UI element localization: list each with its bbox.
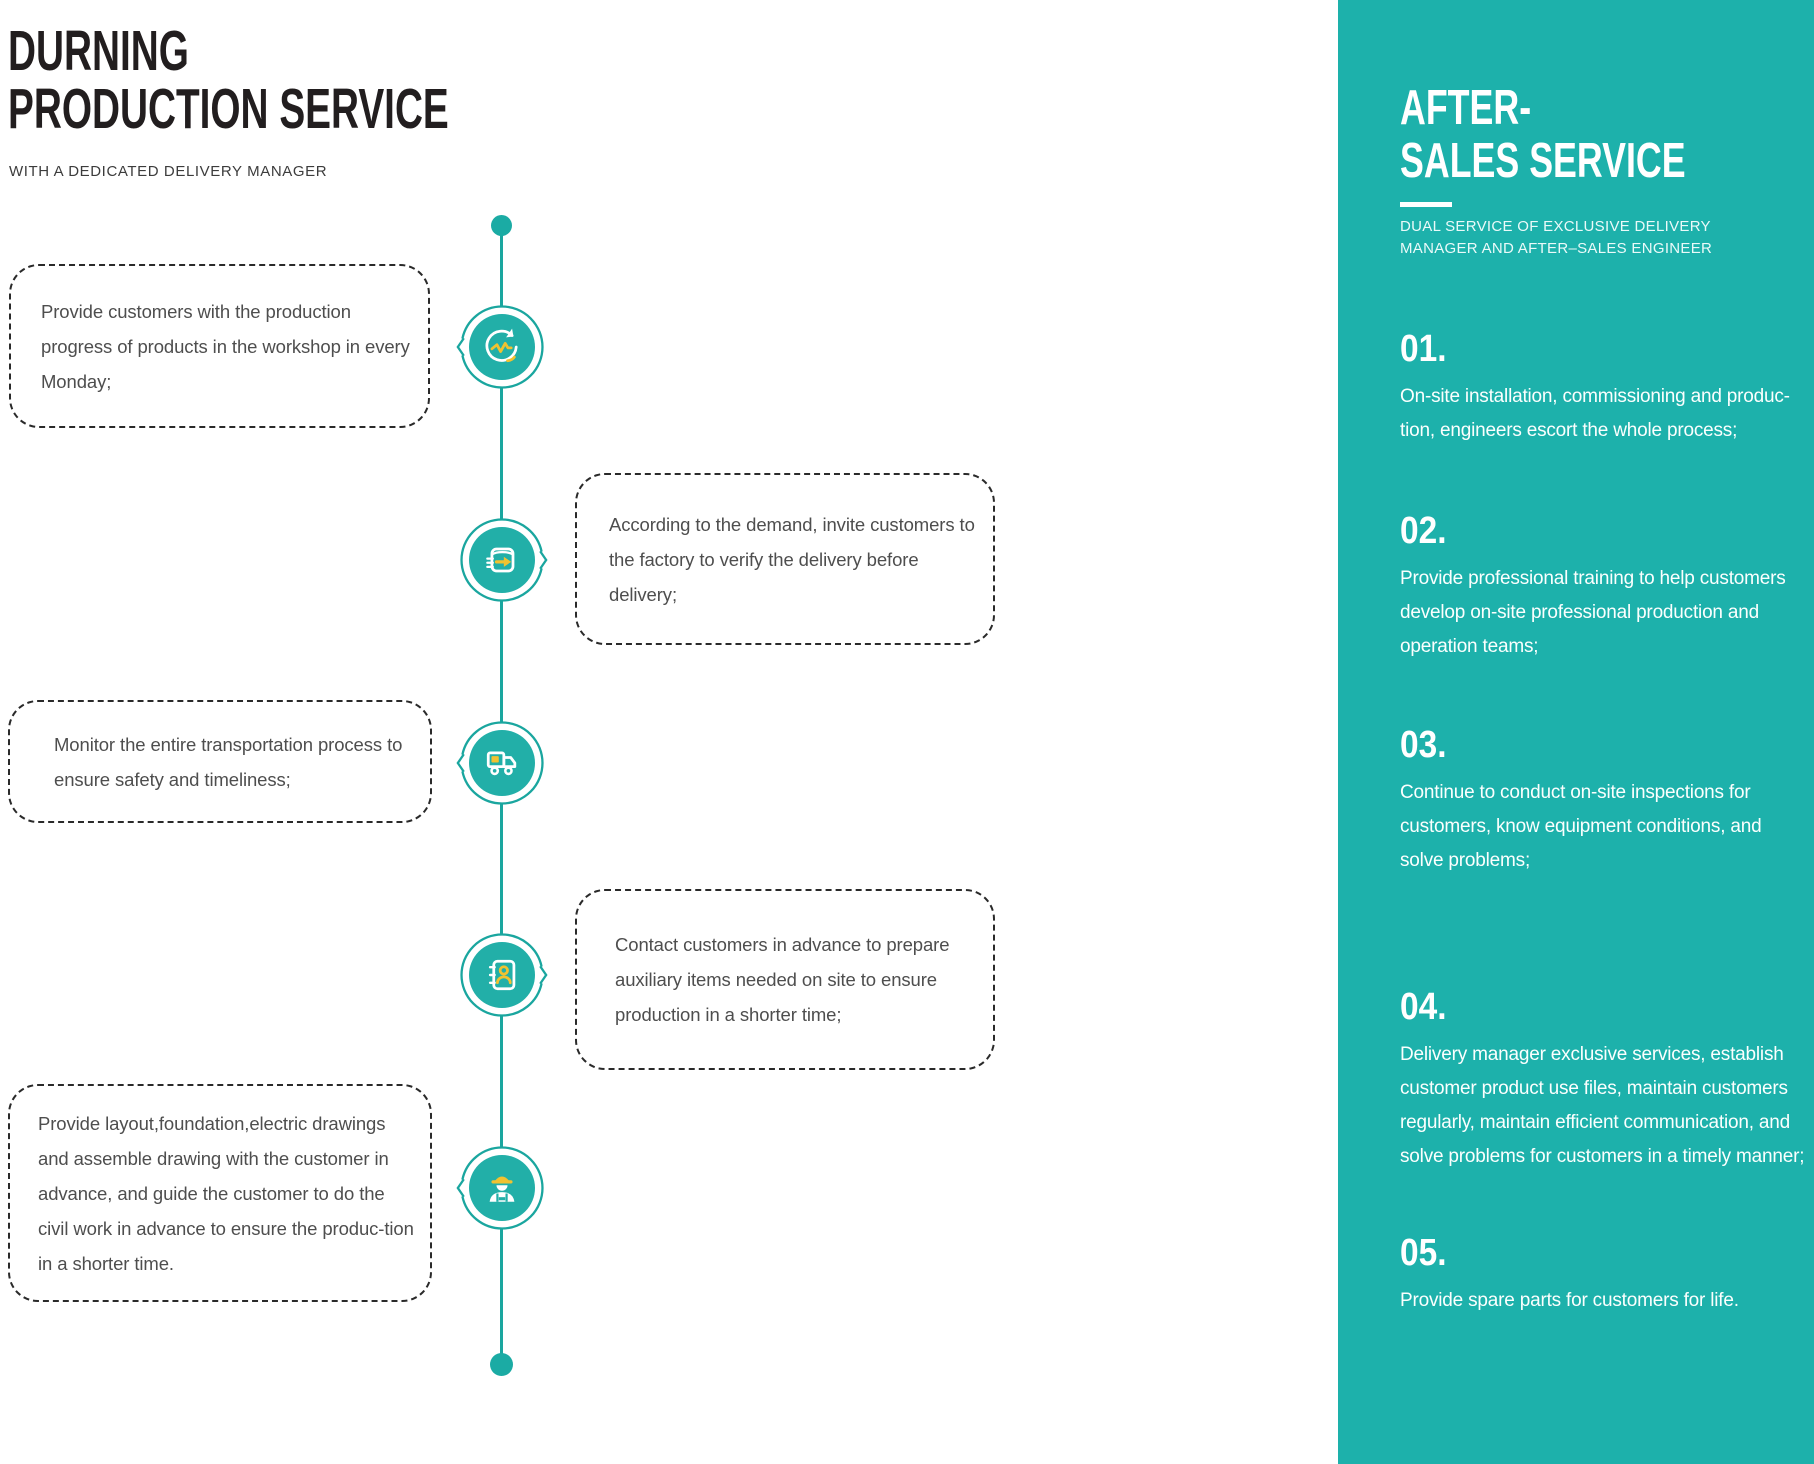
- step-box: Provide layout,foundation,electric drawi…: [8, 1084, 432, 1302]
- step-text: Provide customers with the production pr…: [41, 300, 410, 392]
- timeline-end-dot: [490, 1353, 513, 1376]
- timeline-node-2: [456, 514, 548, 606]
- node-circle: [469, 942, 535, 1008]
- page-subtitle: WITH A DEDICATED DELIVERY MANAGER: [9, 163, 328, 180]
- node-circle: [469, 1155, 535, 1221]
- panel-item: 04. Delivery manager exclusive services,…: [1400, 988, 1806, 1174]
- panel-item: 05. Provide spare parts for customers fo…: [1400, 1234, 1806, 1318]
- step-box: According to the demand, invite customer…: [575, 473, 995, 645]
- item-text: On-site installation, commissioning and …: [1400, 386, 1790, 441]
- panel-subtitle: DUAL SERVICE OF EXCLUSIVE DELIVERY MANAG…: [1400, 218, 1713, 257]
- item-number: 04.: [1400, 986, 1447, 1028]
- step-box: Contact customers in advance to prepare …: [575, 889, 995, 1070]
- item-text: Delivery manager exclusive services, est…: [1400, 1044, 1805, 1167]
- progress-cycle-icon: [485, 328, 518, 363]
- node-circle: [469, 730, 535, 796]
- panel-item: 03. Continue to conduct on-site inspecti…: [1400, 726, 1806, 878]
- item-text: Provide spare parts for customers for li…: [1400, 1290, 1739, 1311]
- panel-item: 01. On-site installation, commissioning …: [1400, 330, 1806, 448]
- page-title: DURNING PRODUCTION SERVICE: [8, 22, 449, 138]
- node-circle: [469, 527, 535, 593]
- truck-icon: [486, 751, 517, 776]
- node-circle: [469, 314, 535, 380]
- item-number: 03.: [1400, 724, 1447, 766]
- after-sales-panel: AFTER- SALES SERVICE DUAL SERVICE OF EXC…: [1338, 0, 1814, 1464]
- contact-book-icon: [488, 959, 516, 991]
- timeline-node-1: [456, 301, 548, 393]
- step-text: Monitor the entire transportation proces…: [54, 733, 403, 790]
- step-box: Monitor the entire transportation proces…: [8, 700, 432, 823]
- step-text: Provide layout,foundation,electric drawi…: [38, 1112, 414, 1274]
- panel-title-line2: SALES SERVICE: [1400, 134, 1686, 188]
- panel-item: 02. Provide professional training to hel…: [1400, 512, 1806, 664]
- page-title-line1: DURNING: [8, 19, 189, 83]
- dispatch-box-icon: [486, 547, 515, 573]
- timeline-node-4: [456, 929, 548, 1021]
- step-text: According to the demand, invite customer…: [609, 513, 975, 605]
- item-text: Provide professional training to help cu…: [1400, 568, 1786, 657]
- panel-title-underline: [1400, 202, 1452, 207]
- step-text: Contact customers in advance to prepare …: [615, 934, 950, 1025]
- panel-title: AFTER- SALES SERVICE: [1400, 82, 1686, 188]
- item-number: 05.: [1400, 1232, 1447, 1274]
- panel-title-line1: AFTER-: [1400, 81, 1532, 135]
- timeline-node-5: [456, 1142, 548, 1234]
- timeline-node-3: [456, 717, 548, 809]
- timeline-start-dot: [491, 215, 512, 236]
- item-number: 01.: [1400, 328, 1447, 370]
- worker-icon: [489, 1176, 515, 1202]
- item-number: 02.: [1400, 510, 1447, 552]
- item-text: Continue to conduct on-site inspections …: [1400, 782, 1762, 871]
- step-box: Provide customers with the production pr…: [9, 264, 430, 428]
- page-title-line2: PRODUCTION SERVICE: [8, 77, 449, 141]
